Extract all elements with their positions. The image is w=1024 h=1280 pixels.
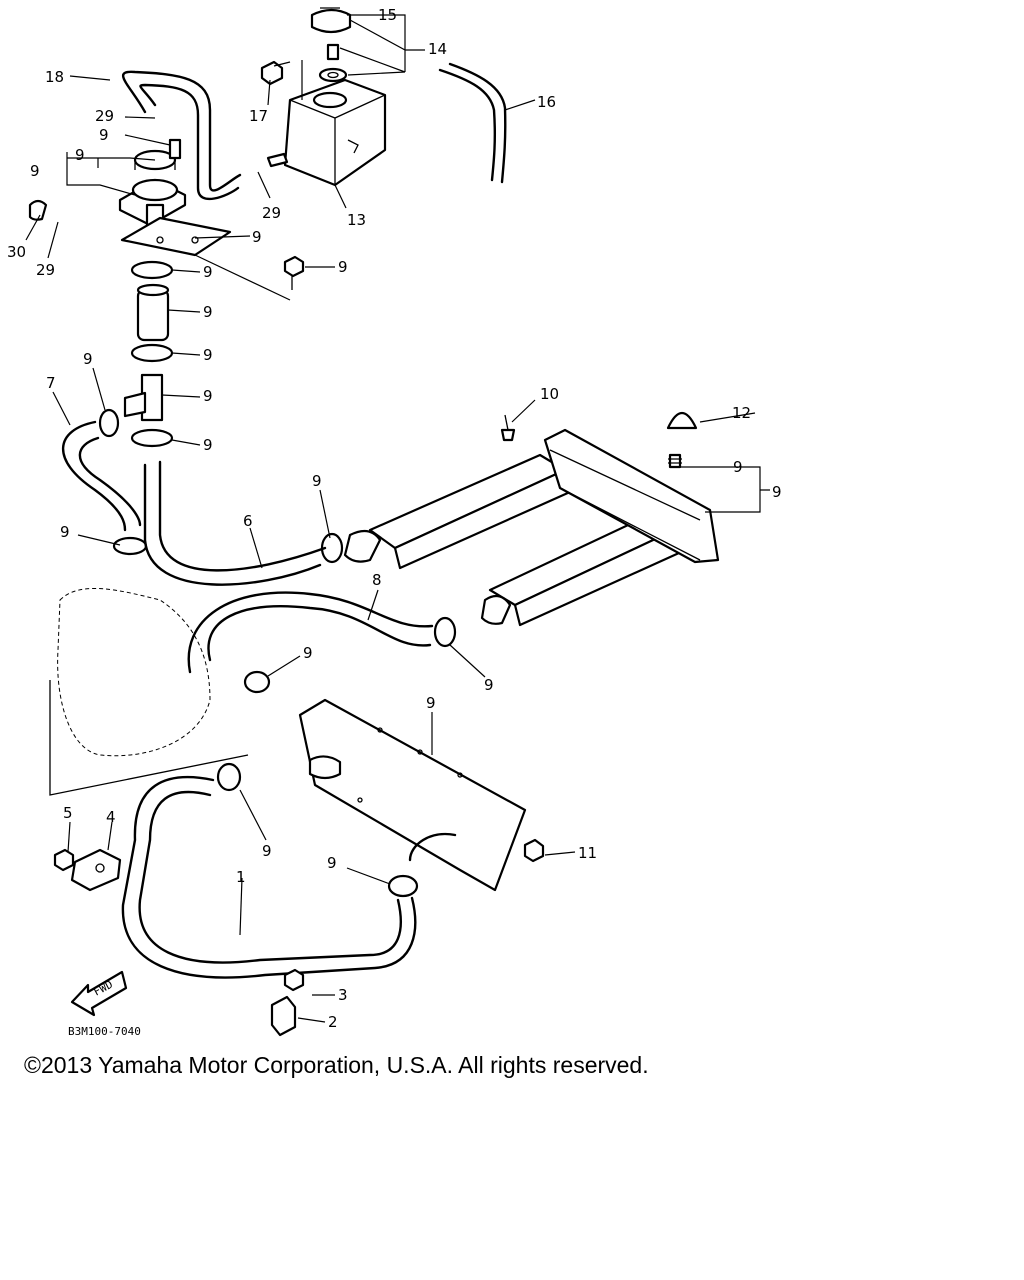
protector-plate [298,698,527,892]
breather-hose-inner [139,83,240,201]
callout-29-c: 29 [36,261,55,279]
callout-labels: 15 14 16 17 18 29 9 9 9 29 13 9 30 29 9 … [7,6,556,321]
hose-end-cap [28,199,48,221]
bracket [70,848,122,892]
callout-9-j: 9 [327,854,337,872]
callout-8: 8 [372,571,382,589]
callout-16: 9 [203,303,213,321]
drawing-code: B3M100-7040 [68,1025,141,1038]
callout-12: 9 [252,228,262,246]
callout-29-a: 29 [95,107,114,125]
tank-cap [310,7,352,34]
overflow-hose [438,68,497,182]
callout-9-h: 9 [484,676,494,694]
short-hose [136,283,170,342]
callout-11: 9 [75,146,85,164]
filler-neck [118,149,187,229]
hose-1-inner [121,775,417,979]
engine-outline [57,588,211,757]
callout-14: 9 [338,258,348,276]
callout-13: 9 [99,126,109,144]
callout-4: 4 [106,808,116,826]
callout-28: 18 [45,68,64,86]
callout-9-c: 9 [83,350,93,368]
callout-23: 13 [347,211,366,229]
tank-bolt [260,60,291,86]
bottom-clip [270,995,297,1037]
callout-9-e: 9 [60,523,70,541]
sensor-pin [500,414,516,442]
bracket-bolt-5 [53,848,75,872]
bottom-bolt [283,968,305,992]
callout-9-f: 9 [312,472,322,490]
cap-valve [326,43,340,61]
radiator-assembly [343,428,720,627]
breather-hose [121,70,242,192]
callout-24: 14 [428,40,447,58]
hose-7 [61,420,127,532]
bracket-bolt [168,138,182,160]
cap-gasket [318,67,348,83]
drain-screw [668,453,682,469]
callout-25: 15 [378,6,397,24]
hose-7-inner [78,436,142,527]
hose-1 [138,790,402,964]
parts-diagram: FWD B3M100-7040 [7,6,782,1038]
hose-8-inner [187,591,434,674]
callout-9-g: 9 [303,644,313,662]
rubber-cap [666,411,698,430]
callout-labels-nine: 9 9 9 9 9 9 9 9 9 [60,346,494,872]
callout-9-a: 9 [203,263,213,281]
leader-lines [25,14,770,1023]
plate-screw [523,838,545,863]
callout-9-i: 9 [262,842,272,860]
hose-6 [143,463,322,586]
plate-hose [408,832,457,862]
callout-18: 9 [733,458,743,476]
callout-9-d: 9 [203,436,213,454]
callout-10: 9 [30,162,40,180]
callout-29-b: 29 [262,204,281,222]
callout-6: 6 [243,512,253,530]
callout-21: 11 [578,844,597,862]
callout-7: 7 [46,374,56,392]
copyright-notice: ©2013 Yamaha Motor Corporation, U.S.A. A… [24,1052,649,1078]
callout-15: 9 [203,387,213,405]
callout-27: 17 [249,107,268,125]
fwd-arrow-icon: FWD [70,970,128,1017]
callout-22: 12 [732,404,751,422]
reservoir-tank [266,78,387,187]
overflow-hose-inner [448,62,507,184]
hose-8 [207,605,432,662]
callout-17: 9 [772,483,782,501]
callout-9-b: 9 [203,346,213,364]
callout-2: 2 [328,1013,338,1031]
mount-bolt [283,255,305,290]
hose-6-inner [158,460,327,572]
callout-labels-rest: 7 9 10 12 9 9 6 8 9 5 4 11 1 3 2 [46,374,782,1031]
clamp [98,260,457,898]
callout-26: 16 [537,93,556,111]
callout-20: 10 [540,385,559,403]
fitting [308,755,342,780]
t-joint [123,373,164,422]
callout-30: 30 [7,243,26,261]
callout-1: 1 [236,868,246,886]
callout-3: 3 [338,986,348,1004]
callout-5: 5 [63,804,73,822]
callout-19: 9 [426,694,436,712]
filler-bracket [120,216,232,257]
